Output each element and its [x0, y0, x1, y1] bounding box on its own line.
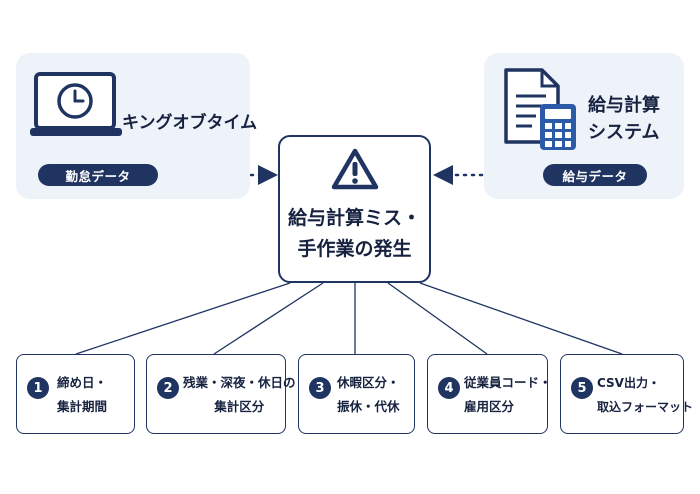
document-calculator-icon — [504, 68, 576, 150]
cause-label-line2: 取込フォーマット — [597, 400, 694, 414]
cause-label: 休暇区分・ 振休・代休 — [337, 371, 400, 419]
cause-label-line2: 集計期間 — [57, 399, 108, 414]
cause-card-5: 5 CSV出力・ 取込フォーマット — [560, 354, 693, 434]
attendance-data-tag: 勤怠データ — [38, 164, 158, 186]
branch-line-4 — [387, 282, 488, 355]
cause-label: 従業員コード・ 雇用区分 — [464, 371, 552, 419]
laptop-clock-icon — [30, 72, 122, 136]
cause-label-line1: 残業・深夜・休日の — [183, 375, 296, 390]
warning-icon — [331, 148, 379, 190]
cause-label: CSV出力・ 取込フォーマット — [597, 371, 693, 419]
branch-line-2 — [213, 282, 324, 355]
cause-number-badge: 4 — [438, 377, 460, 399]
problem-title: 給与計算ミス・ 手作業の発生 — [278, 203, 431, 265]
cause-number-badge: 2 — [157, 377, 179, 399]
cause-card-2: 2 残業・深夜・休日の 集計区分 — [146, 354, 296, 434]
cause-number-badge: 1 — [27, 377, 49, 399]
payroll-system-name: 給与計算 システム — [588, 92, 678, 146]
branch-line-5 — [419, 282, 623, 355]
cause-number-badge: 5 — [571, 377, 593, 399]
cause-label-line1: CSV出力・ — [597, 376, 660, 390]
problem-title-line1: 給与計算ミス・ — [287, 207, 421, 229]
problem-title-line2: 手作業の発生 — [297, 238, 412, 260]
cause-label-line2: 振休・代休 — [337, 399, 400, 414]
payroll-system-name-line1: 給与計算 — [588, 95, 660, 116]
cause-label-line2: 集計区分 — [214, 399, 265, 414]
attendance-system-name: キングオブタイム — [122, 113, 258, 133]
cause-label-line1: 従業員コード・ — [464, 375, 552, 390]
branch-line-1 — [75, 282, 291, 355]
payroll-data-tag: 給与データ — [543, 164, 647, 186]
cause-card-4: 4 従業員コード・ 雇用区分 — [427, 354, 552, 434]
cause-card-3: 3 休暇区分・ 振休・代休 — [298, 354, 415, 434]
cause-label-line1: 休暇区分・ — [337, 375, 400, 390]
cause-label: 締め日・ 集計期間 — [57, 371, 107, 419]
cause-label: 残業・深夜・休日の 集計区分 — [183, 371, 296, 419]
cause-label-line1: 締め日・ — [57, 375, 108, 390]
cause-card-1: 1 締め日・ 集計期間 — [16, 354, 135, 434]
cause-label-line2: 雇用区分 — [464, 399, 515, 414]
cause-number-badge: 3 — [309, 377, 331, 399]
payroll-system-name-line2: システム — [588, 122, 660, 143]
